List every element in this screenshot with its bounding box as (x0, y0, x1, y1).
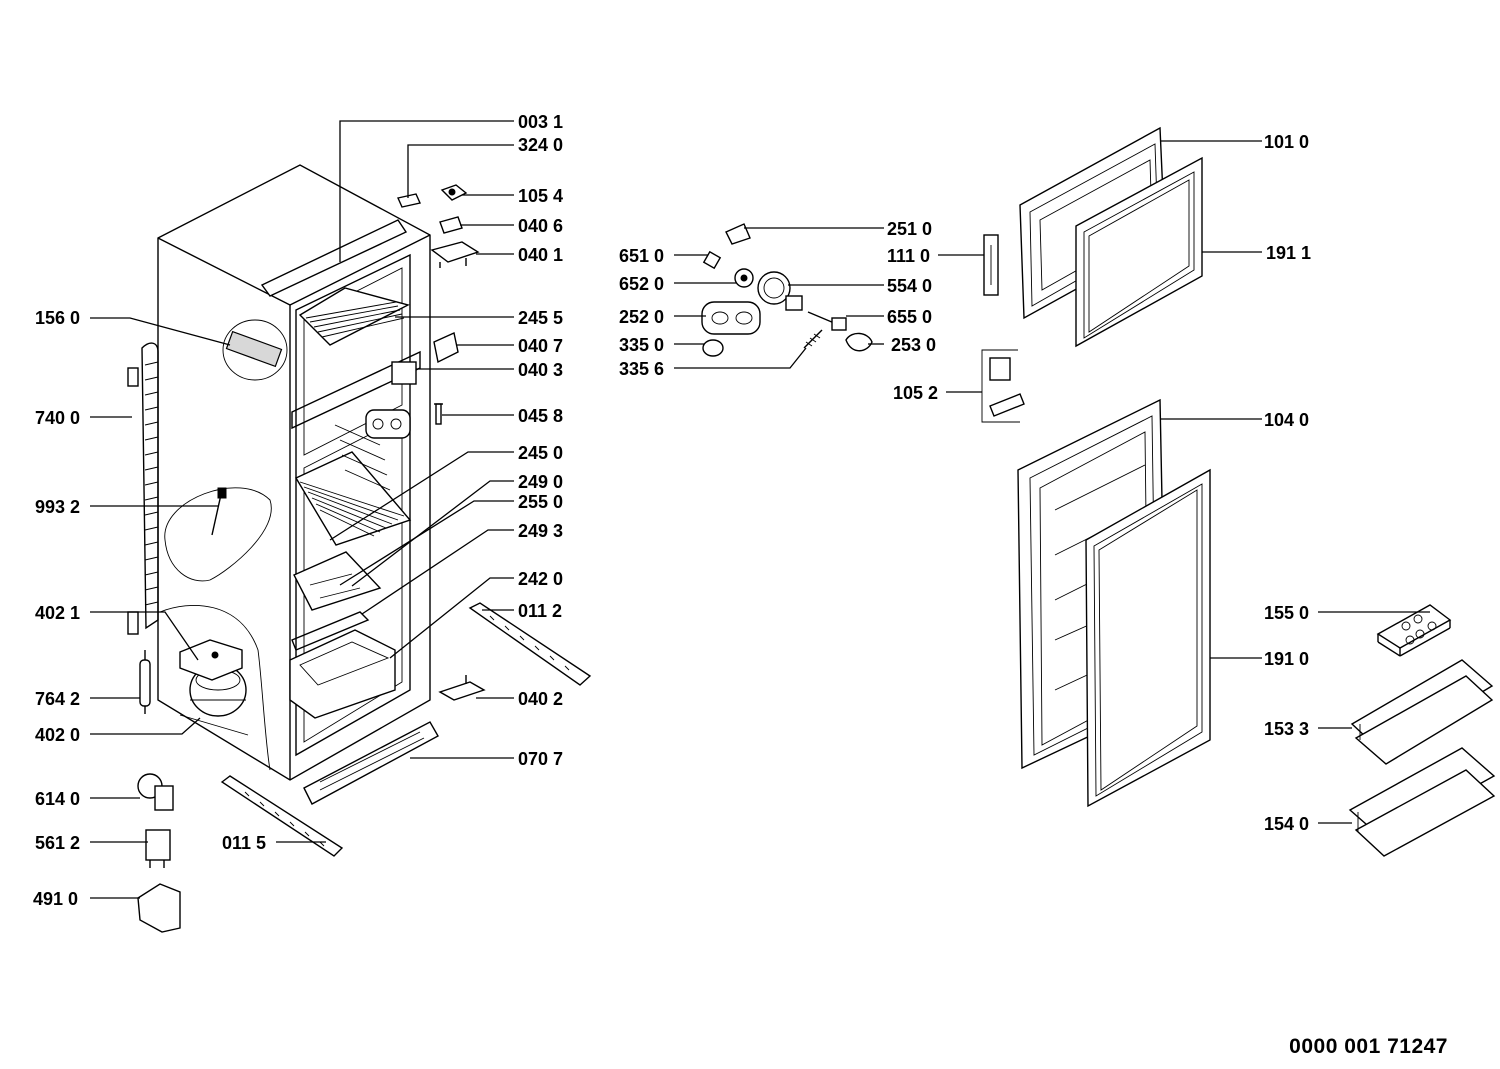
fridge-door (1017, 398, 1211, 808)
callout-554-0: 554 0 (887, 276, 932, 296)
callout-561-2: 561 2 (35, 833, 80, 853)
lamp-thermostat-group (701, 223, 873, 357)
callout-249-3: 249 3 (518, 521, 563, 541)
cabinet-small-parts (137, 184, 592, 933)
callout-614-0: 614 0 (35, 789, 80, 809)
freezer-door (1019, 126, 1203, 348)
callout-242-0: 242 0 (518, 569, 563, 589)
callout-153-3: 153 3 (1264, 719, 1309, 739)
callout-255-0: 255 0 (518, 492, 563, 512)
callout-156-0: 156 0 (35, 308, 80, 328)
callout-104-0: 104 0 (1264, 410, 1309, 430)
callout-335-6: 335 6 (619, 359, 664, 379)
callout-253-0: 253 0 (891, 335, 936, 355)
callout-191-0: 191 0 (1264, 649, 1309, 669)
callout-154-0: 154 0 (1264, 814, 1309, 834)
callout-191-1: 191 1 (1266, 243, 1311, 263)
callout-011-5: 011 5 (222, 833, 266, 853)
callout-labels: 003 1 324 0 105 4 040 6 040 1 156 0 245 … (33, 112, 1311, 909)
filter-dryer (139, 650, 151, 714)
document-number: 0000 001 71247 (1289, 1035, 1448, 1058)
callout-040-2: 040 2 (518, 689, 563, 709)
callout-764-2: 764 2 (35, 689, 80, 709)
callout-249-0: 249 0 (518, 472, 563, 492)
door-accessories (1348, 604, 1496, 857)
callout-155-0: 155 0 (1264, 603, 1309, 623)
callout-045-8: 045 8 (518, 406, 563, 426)
callout-101-0: 101 0 (1264, 132, 1309, 152)
callout-652-0: 652 0 (619, 274, 664, 294)
callout-040-6: 040 6 (518, 216, 563, 236)
leader-lines (90, 120, 1430, 899)
fridge-cabinet (157, 164, 431, 781)
callout-251-0: 251 0 (887, 219, 932, 239)
callout-993-2: 993 2 (35, 497, 80, 517)
callout-105-2: 105 2 (893, 383, 938, 403)
callout-040-3: 040 3 (518, 360, 563, 380)
callout-655-0: 655 0 (887, 307, 932, 327)
callout-245-5: 245 5 (518, 308, 563, 328)
callout-040-7: 040 7 (518, 336, 563, 356)
condenser-coil (127, 342, 159, 635)
callout-003-1: 003 1 (518, 112, 563, 132)
hinge-parts (981, 234, 1025, 423)
callout-402-0: 402 0 (35, 725, 80, 745)
callout-252-0: 252 0 (619, 307, 664, 327)
callout-651-0: 651 0 (619, 246, 664, 266)
callout-402-1: 402 1 (35, 603, 80, 623)
callout-245-0: 245 0 (518, 443, 563, 463)
callout-491-0: 491 0 (33, 889, 78, 909)
callout-335-0: 335 0 (619, 335, 664, 355)
callout-040-1: 040 1 (518, 245, 563, 265)
callout-105-4: 105 4 (518, 186, 563, 206)
callout-324-0: 324 0 (518, 135, 563, 155)
callout-740-0: 740 0 (35, 408, 80, 428)
callout-011-2: 011 2 (518, 601, 562, 621)
callout-111-0: 111 0 (887, 246, 930, 266)
callout-070-7: 070 7 (518, 749, 563, 769)
